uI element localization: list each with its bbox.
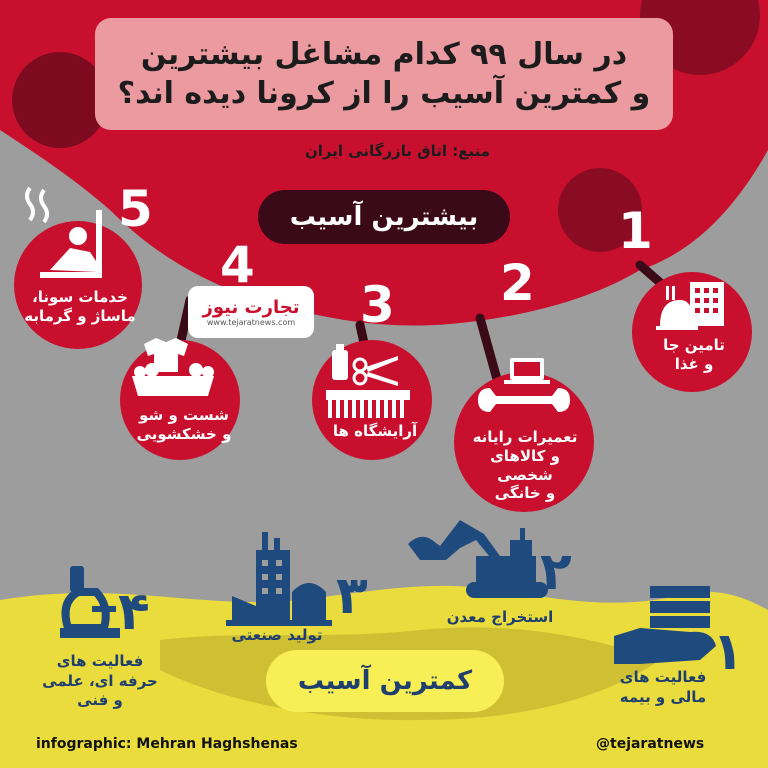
least-rank-1-number: ۱ (712, 622, 744, 682)
rank-1-number: 1 (618, 202, 653, 260)
scissors-comb-icon (326, 344, 410, 418)
rank-2-label: تعمیرات رایانه و کالاهای شخصی و خانگی (472, 428, 578, 503)
rank-3-number: 3 (360, 276, 395, 334)
credit-text: infographic: Mehran Haghshenas (36, 736, 298, 752)
tejaratnews-logo: تجارت نیوز www.tejaratnews.com (188, 286, 314, 338)
most-damage-heading: بیشترین آسیب (258, 190, 510, 244)
rank-1-label: تامین جا و غذا (663, 336, 725, 373)
least-rank-2-number: ۲ (540, 542, 572, 602)
wrench-laptop-icon (478, 358, 570, 412)
social-handle[interactable]: @tejaratnews (596, 736, 705, 752)
least-rank-4-label: فعالیت های حرفه ای، علمی و فنی (42, 652, 158, 709)
least-damage-heading: کمترین آسیب (266, 650, 504, 712)
rank-4-number: 4 (220, 236, 255, 294)
hand-money-icon (614, 586, 716, 664)
rank-5-label: خدمات سونا، ماساژ و گرمابه (24, 288, 136, 325)
rank-2-number: 2 (500, 254, 535, 312)
source-text: منبع: اتاق بازرگانی ایران (304, 142, 490, 160)
least-rank-2-label: استخراج معدن (446, 608, 554, 626)
rank-5-number: 5 (118, 180, 153, 238)
title-line-1: در سال ۹۹ کدام مشاغل بیشترین (140, 37, 628, 72)
circle-rank-5 (14, 221, 142, 349)
title-line-2: و کمترین آسیب را از کرونا دیده اند؟ (117, 76, 651, 111)
least-rank-3-label: تولید صنعتی (231, 626, 323, 644)
least-rank-4-number: ۴ (118, 582, 150, 642)
virus-spot (12, 52, 108, 148)
title-box: در سال ۹۹ کدام مشاغل بیشترین و کمترین آس… (95, 18, 673, 130)
virus-spot (558, 168, 642, 252)
sauna-icon (25, 186, 102, 278)
rank-3-label: آرایشگاه ها (332, 422, 418, 440)
laundry-icon (132, 338, 214, 396)
rank-4-label: شست و شو و خشکشویی (136, 406, 232, 443)
least-rank-3-number: ۳ (336, 566, 368, 626)
factory-icon (226, 532, 332, 626)
microscope-icon (60, 566, 120, 638)
least-rank-1-label: فعالیت های مالی و بیمه (619, 668, 707, 706)
excavator-icon (408, 520, 548, 598)
hotel-restaurant-icon (656, 282, 724, 330)
